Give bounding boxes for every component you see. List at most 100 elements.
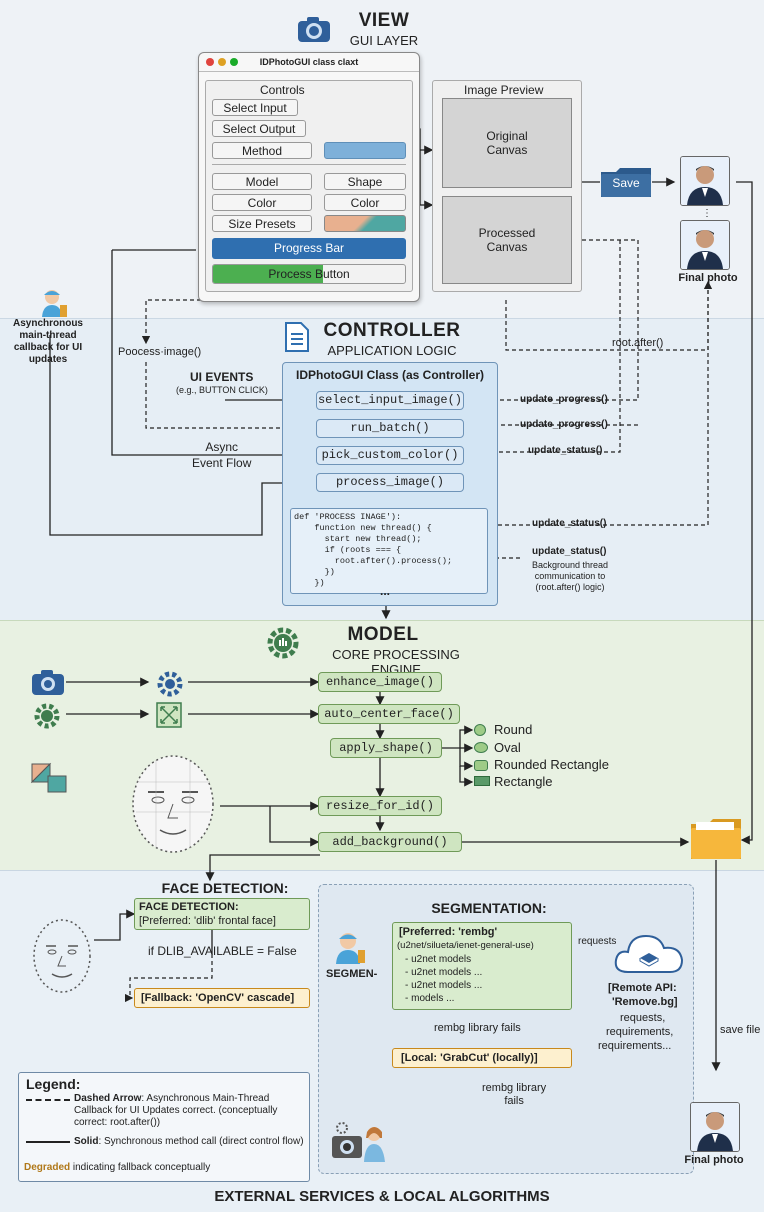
save-folder-icon[interactable] <box>600 166 652 198</box>
rembg-box: [Preferred: 'rembg' (u2net/silueta/ienet… <box>392 922 572 1010</box>
camera-icon <box>296 14 332 44</box>
async-note: Asynchronous main-thread callback for UI… <box>12 318 83 365</box>
shape-option-round: Round <box>494 722 533 737</box>
process-button[interactable]: Process Button <box>212 264 406 284</box>
cloud-icon <box>612 928 686 976</box>
shape-select[interactable]: Shape <box>324 173 406 190</box>
shape-option-rectangle: Rectangle <box>494 774 553 789</box>
method-run-batch[interactable]: run_batch() <box>316 419 464 438</box>
model-step-enhance-image[interactable]: enhance_image() <box>318 672 442 692</box>
face-outline-icon <box>30 916 94 996</box>
process-image-call: Poocess·image() <box>118 346 202 358</box>
view-subtitle: GUI LAYER <box>349 33 419 48</box>
avatar <box>690 1102 740 1152</box>
face-preferred-text: [Preferred: 'dlib' frontal face] <box>139 915 276 927</box>
model-step-auto-center-face[interactable]: auto_center_face() <box>318 704 460 724</box>
legend-dashed-entry: Dashed Arrow: Asynchronous Main-Thread C… <box>74 1093 278 1128</box>
close-icon[interactable] <box>206 58 214 66</box>
document-icon <box>284 322 310 352</box>
color-button-right[interactable]: Color <box>324 194 406 211</box>
save-label[interactable]: Save <box>612 176 640 190</box>
final-photo-label: Final photo <box>684 1154 744 1166</box>
preview-title: Image Preview <box>464 83 544 97</box>
shape-option-rounded-rectangle: Rounded Rectangle <box>494 757 609 772</box>
controller-subtitle: APPLICATION LOGIC <box>327 343 457 358</box>
process-button-label: Process Button <box>268 267 350 281</box>
rembg-models: (u2net/silueta/ienet-general-use) <box>397 940 534 951</box>
color-button-left[interactable]: Color <box>212 194 312 211</box>
processed-canvas: Processed Canvas <box>442 196 572 284</box>
method-process-image[interactable]: process_image() <box>316 473 464 492</box>
model-step-add-background[interactable]: add_background() <box>318 832 462 852</box>
rembg-model-item: - models ... <box>405 993 455 1004</box>
legend-solid-sample <box>26 1141 70 1143</box>
update-progress-label: update_progress() <box>520 419 608 430</box>
face-preferred-head: FACE DETECTION: <box>139 901 239 913</box>
remote-api-line: requests, <box>620 1012 666 1024</box>
rembg-fails-label: rembg library fails <box>482 1082 547 1107</box>
ellipsis-dots: ⋮ <box>702 208 712 219</box>
update-status-label: update_status() <box>532 518 607 529</box>
model-step-resize-for-id[interactable]: resize_for_id() <box>318 796 442 816</box>
remote-api-line: requirements... <box>598 1040 672 1052</box>
face-preferred-box: FACE DETECTION: [Preferred: 'dlib' front… <box>134 898 310 930</box>
gear-icon <box>156 670 184 698</box>
shape-option-oval: Oval <box>494 740 521 755</box>
footer-title: EXTERNAL SERVICES & LOCAL ALGORITHMS <box>214 1188 550 1205</box>
center-face-icon <box>156 702 182 728</box>
grabcut-box: [Local: 'GrabCut' (locally)] <box>392 1048 572 1068</box>
segmentation-title: SEGMENTATION: <box>431 900 547 916</box>
segmen-label: SEGMEN- <box>326 968 378 980</box>
code-ellipsis: ... <box>380 584 391 598</box>
async-flow-label: Async Event Flow <box>192 440 252 470</box>
update-status-label: update_status() <box>532 546 607 557</box>
worker-icon <box>40 287 68 317</box>
avatar <box>680 220 730 270</box>
method-select-input-image[interactable]: select_input_image() <box>316 391 464 410</box>
ui-events-label: UI EVENTS <box>190 370 254 384</box>
progress-bar: Progress Bar <box>212 238 406 259</box>
rembg-model-item: - u2net models ... <box>405 980 483 991</box>
method-select[interactable] <box>324 142 406 159</box>
dlib-condition: if DLIB_AVAILABLE = False <box>148 944 297 958</box>
method-pick-custom-color[interactable]: pick_custom_color() <box>316 446 464 465</box>
model-step-apply-shape[interactable]: apply_shape() <box>330 738 442 758</box>
update-progress-label: update_progress() <box>520 394 608 405</box>
worker-icon <box>334 930 366 964</box>
process-button-fill <box>213 265 323 283</box>
select-input-button[interactable]: Select Input <box>212 99 298 116</box>
remote-api-name: 'Remove.bg] <box>612 996 678 1008</box>
requests-label: requests <box>578 936 617 947</box>
select-output-button[interactable]: Select Output <box>212 120 306 137</box>
legend-box <box>18 1072 310 1182</box>
model-title: MODEL <box>347 624 419 645</box>
avatar <box>680 156 730 206</box>
fallback-box: [Fallback: 'OpenCV' cascade] <box>134 988 310 1008</box>
oval-shape-icon <box>474 742 488 753</box>
size-presets-select[interactable]: Size Presets <box>212 215 312 232</box>
ui-events-sub: (e.g., BUTTON CLICK) <box>176 385 268 395</box>
face-detection-title: FACE DETECTION: <box>161 880 289 896</box>
rembg-model-item: - u2net models <box>405 954 472 965</box>
rectangle-icon <box>474 776 490 786</box>
update-status-label: update_status() <box>528 445 603 456</box>
color-swatch <box>324 215 406 232</box>
legend-dashed-sample <box>26 1099 70 1101</box>
model-select[interactable]: Model <box>212 173 312 190</box>
original-canvas: Original Canvas <box>442 98 572 188</box>
maximize-icon[interactable] <box>230 58 238 66</box>
save-file-label: save file <box>720 1024 761 1036</box>
minimize-icon[interactable] <box>218 58 226 66</box>
legend-solid-entry: Solid: Synchronous method call (direct c… <box>74 1136 304 1147</box>
remote-api-head: [Remote API: <box>608 982 677 994</box>
root-after-label: root.after() <box>612 337 664 349</box>
final-photo-label: Final photo <box>678 272 738 284</box>
remote-api-line: requirements, <box>606 1026 674 1038</box>
controls-title: Controls <box>260 83 305 97</box>
settings-gear-icon <box>32 702 62 730</box>
rembg-head: [Preferred: 'rembg' <box>399 926 498 938</box>
divider <box>212 164 406 165</box>
rembg-fails-label: rembg library fails <box>434 1022 521 1034</box>
controller-title: CONTROLLER <box>323 320 461 341</box>
shape-icon <box>30 762 68 794</box>
